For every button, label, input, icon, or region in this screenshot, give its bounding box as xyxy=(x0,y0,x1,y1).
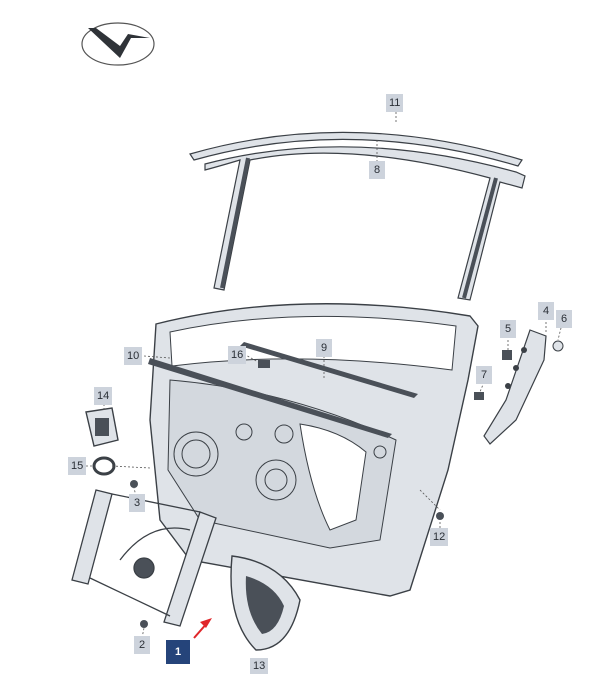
window-channel xyxy=(204,146,526,301)
screw-part xyxy=(552,340,564,352)
callout-10[interactable]: 10 xyxy=(124,347,143,365)
callout-12[interactable]: 12 xyxy=(430,528,449,546)
callout-15[interactable]: 15 xyxy=(68,457,87,475)
clip-block-lower xyxy=(474,392,484,400)
clip-part xyxy=(258,360,270,368)
sealing-ring xyxy=(92,456,116,476)
pointer-arrow xyxy=(193,618,212,639)
callout-2[interactable]: 2 xyxy=(134,636,150,654)
callout-9[interactable]: 9 xyxy=(316,339,332,357)
outer-waist-seal xyxy=(240,342,418,398)
callout-13[interactable]: 13 xyxy=(250,658,269,674)
callout-1-selected[interactable]: 1 xyxy=(166,640,190,664)
callout-14[interactable]: 14 xyxy=(94,387,113,405)
callout-3[interactable]: 3 xyxy=(129,494,145,512)
callout-6[interactable]: 6 xyxy=(556,310,572,328)
mirror-bracket xyxy=(483,329,547,445)
outer-window-seal xyxy=(189,131,523,167)
callout-4[interactable]: 4 xyxy=(538,302,554,320)
callout-7[interactable]: 7 xyxy=(476,366,492,384)
callout-16[interactable]: 16 xyxy=(228,346,247,364)
nut-part-regulator xyxy=(140,620,148,628)
nut-part-lower xyxy=(436,512,444,520)
callout-8[interactable]: 8 xyxy=(369,161,385,179)
callout-11[interactable]: 11 xyxy=(386,94,404,112)
callout-5[interactable]: 5 xyxy=(500,320,516,338)
clip-block xyxy=(502,350,512,360)
window-regulator xyxy=(71,489,217,627)
inner-waist-seal xyxy=(148,358,392,438)
brand-emblem-icon xyxy=(81,22,155,66)
nut-part xyxy=(130,480,138,488)
